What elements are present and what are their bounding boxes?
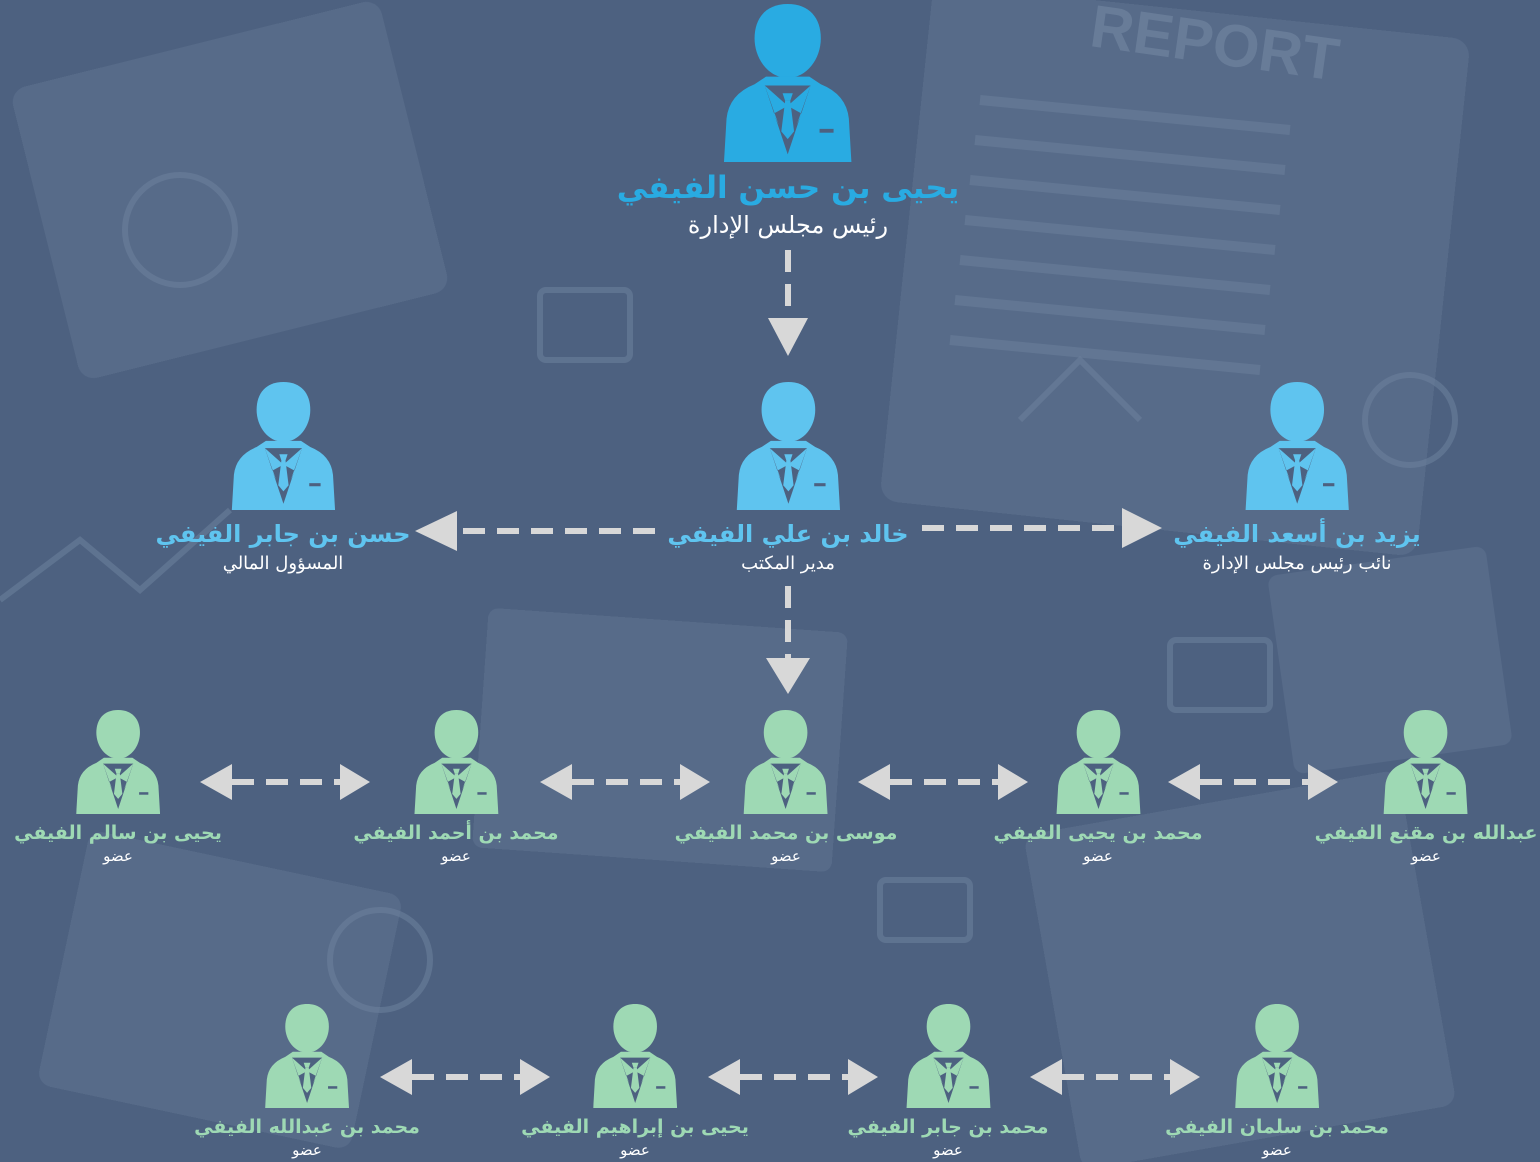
node-member-r1-1: عبدالله بن مقنع الفيفي عضو <box>1314 710 1538 865</box>
arrow-right-icon <box>680 764 710 800</box>
businessman-icon <box>265 1004 349 1108</box>
member-name: محمد بن عبدالله الفيفي <box>194 1116 420 1138</box>
node-member-r1-2: محمد بن يحيى الفيفي عضو <box>993 710 1203 865</box>
arrow-right-icon <box>1122 508 1162 548</box>
member-title: عضو <box>1083 846 1113 865</box>
arrow-right-icon <box>1170 1059 1200 1095</box>
businessman-icon <box>593 1004 677 1108</box>
arrow-right-icon <box>340 764 370 800</box>
member-name: محمد بن أحمد الفيفي <box>353 822 559 844</box>
businessman-icon <box>231 382 335 510</box>
office-manager-name: خالد بن علي الفيفي <box>667 520 909 548</box>
businessman-icon <box>724 4 852 162</box>
businessman-icon <box>906 1004 990 1108</box>
member-title: عضو <box>441 846 471 865</box>
arrow-left-icon <box>415 511 457 551</box>
vice-chairman-name: يزيد بن أسعد الفيفي <box>1173 520 1421 548</box>
member-title: عضو <box>1411 846 1441 865</box>
member-name: يحيى بن سالم الفيفي <box>14 822 222 844</box>
arrow-right-icon <box>1308 764 1338 800</box>
businessman-icon <box>1235 1004 1319 1108</box>
arrow-left-icon <box>1030 1059 1062 1095</box>
node-member-r2-1: محمد بن سلمان الفيفي عضو <box>1165 1004 1389 1159</box>
arrow-left-icon <box>380 1059 412 1095</box>
chairman-name: يحيى بن حسن الفيفي <box>616 170 960 206</box>
node-chairman: يحيى بن حسن الفيفي رئيس مجلس الإدارة <box>616 4 960 240</box>
member-title: عضو <box>933 1140 963 1159</box>
member-name: عبدالله بن مقنع الفيفي <box>1314 822 1538 844</box>
arrow-right-icon <box>848 1059 878 1095</box>
arrow-left-icon <box>858 764 890 800</box>
member-title: عضو <box>1262 1140 1292 1159</box>
member-name: يحيى بن إبراهيم الفيفي <box>521 1116 749 1138</box>
member-name: محمد بن يحيى الفيفي <box>993 822 1203 844</box>
arrow-down-icon <box>766 658 810 694</box>
arrow-right-icon <box>998 764 1028 800</box>
vice-chairman-title: نائب رئيس مجلس الإدارة <box>1202 552 1392 574</box>
arrow-left-icon <box>200 764 232 800</box>
member-name: محمد بن سلمان الفيفي <box>1165 1116 1389 1138</box>
node-member-r1-4: محمد بن أحمد الفيفي عضو <box>353 710 559 865</box>
member-title: عضو <box>292 1140 322 1159</box>
businessman-icon <box>736 382 840 510</box>
node-vice-chairman: يزيد بن أسعد الفيفي نائب رئيس مجلس الإدا… <box>1173 382 1421 574</box>
businessman-icon <box>1056 710 1140 814</box>
businessman-icon <box>1245 382 1349 510</box>
node-member-r2-2: محمد بن جابر الفيفي عضو <box>847 1004 1049 1159</box>
businessman-icon <box>76 710 160 814</box>
node-member-r2-4: محمد بن عبدالله الفيفي عضو <box>194 1004 420 1159</box>
businessman-icon <box>744 710 828 814</box>
arrow-left-icon <box>708 1059 740 1095</box>
arrow-right-icon <box>520 1059 550 1095</box>
node-member-r1-5: يحيى بن سالم الفيفي عضو <box>14 710 222 865</box>
member-name: محمد بن جابر الفيفي <box>847 1116 1049 1138</box>
member-title: عضو <box>103 846 133 865</box>
node-office-manager: خالد بن علي الفيفي مدير المكتب <box>667 382 909 574</box>
member-title: عضو <box>620 1140 650 1159</box>
businessman-icon <box>1384 710 1468 814</box>
arrow-left-icon <box>540 764 572 800</box>
member-name: موسى بن محمد الفيفي <box>674 822 898 844</box>
finance-officer-title: المسؤول المالي <box>222 552 344 574</box>
member-title: عضو <box>771 846 801 865</box>
arrow-left-icon <box>1168 764 1200 800</box>
node-member-r1-3: موسى بن محمد الفيفي عضو <box>674 710 898 865</box>
finance-officer-name: حسن بن جابر الفيفي <box>155 520 411 548</box>
node-member-r2-3: يحيى بن إبراهيم الفيفي عضو <box>521 1004 749 1159</box>
businessman-icon <box>414 710 498 814</box>
chairman-title: رئيس مجلس الإدارة <box>687 211 889 240</box>
office-manager-title: مدير المكتب <box>741 552 835 574</box>
node-finance-officer: حسن بن جابر الفيفي المسؤول المالي <box>155 382 411 574</box>
arrow-down-icon <box>768 318 808 356</box>
